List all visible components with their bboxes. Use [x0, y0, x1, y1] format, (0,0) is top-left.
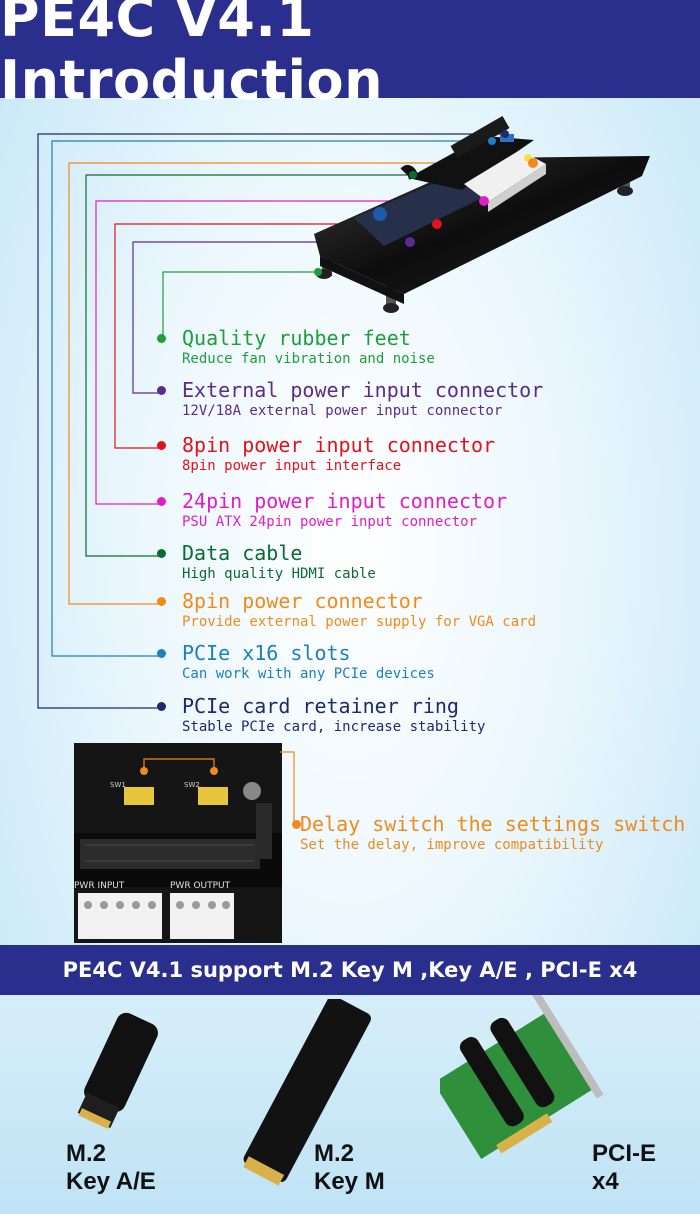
bullet-dot — [157, 702, 166, 711]
feature-24pin-input: 24pin power input connector PSU ATX 24pi… — [157, 489, 508, 531]
bullet-dot — [157, 334, 166, 343]
bullet-dot — [292, 820, 301, 829]
pcie-x4-adapter-image — [440, 995, 604, 1160]
adapter-line2: Key A/E — [66, 1168, 156, 1195]
leader-line-data-cable — [85, 174, 413, 557]
leader-line-8pin-input — [114, 223, 437, 449]
feature-desc: Reduce fan vibration and noise — [182, 351, 435, 367]
feature-title: 24pin power input connector — [182, 489, 508, 513]
bullet-dot — [157, 441, 166, 450]
feature-title: PCIe x16 slots — [182, 641, 351, 665]
sw1-label: SW1 — [110, 781, 126, 789]
bullet-dot — [157, 497, 166, 506]
switch-closeup-photo: SW1 SW2 PWR INPUT PWR OUTPUT — [74, 743, 282, 943]
leader-line-rubber-feet — [162, 271, 318, 340]
feature-title: 8pin power input connector — [182, 433, 496, 457]
feature-pcie-slots: PCIe x16 slots Can work with any PCIe de… — [157, 641, 435, 683]
feature-data-cable: Data cable High quality HDMI cable — [157, 541, 376, 583]
switch-closeup-drawing: SW1 SW2 PWR INPUT PWR OUTPUT — [74, 743, 282, 943]
adapter-label-pcie-x4: PCI-E x4 — [592, 1140, 656, 1196]
pwr-output-label: PWR OUTPUT — [170, 881, 231, 891]
feature-title: Data cable — [182, 541, 303, 565]
feature-retainer-ring: PCIe card retainer ring Stable PCIe card… — [157, 694, 486, 736]
feature-desc: Can work with any PCIe devices — [182, 666, 435, 682]
bullet-dot — [157, 649, 166, 658]
adapter-line1: M.2 — [66, 1140, 107, 1167]
adapter-label-m2-key-m: M.2 Key M — [314, 1140, 385, 1196]
feature-title: 8pin power connector — [182, 589, 423, 613]
feature-desc: PSU ATX 24pin power input connector — [182, 514, 478, 530]
leader-line-pcie-slots — [51, 140, 492, 657]
feature-title: PCIe card retainer ring — [182, 694, 459, 718]
leader-line-retainer — [37, 133, 505, 709]
feature-desc: Provide external power supply for VGA ca… — [182, 614, 537, 630]
delay-switch-callout: Delay switch the settings switch Set the… — [292, 812, 686, 854]
adapter-line2: Key M — [314, 1168, 385, 1195]
feature-desc: Stable PCIe card, increase stability — [182, 719, 486, 735]
m2-key-m-adapter-image — [243, 999, 371, 1186]
adapter-line2: x4 — [592, 1168, 619, 1195]
m2-key-ae-adapter-image — [77, 1012, 158, 1129]
adapter-label-m2-key-ae: M.2 Key A/E — [66, 1140, 156, 1196]
sw2-label: SW2 — [184, 781, 200, 789]
page-title: PE4C V4.1 Introduction — [0, 0, 700, 112]
feature-8pin-power: 8pin power connector Provide external po… — [157, 589, 537, 631]
feature-desc: 8pin power input interface — [182, 458, 402, 474]
pe4c-board-image — [314, 115, 650, 313]
leader-line-8pin-power — [68, 162, 533, 605]
bullet-dot — [157, 549, 166, 558]
delay-switch-title: Delay switch the settings switch — [300, 812, 686, 836]
adapters-section: M.2 Key A/E M.2 Key M PCI-E — [0, 995, 700, 1214]
leader-lines — [37, 133, 533, 709]
leader-line-external-power — [132, 241, 410, 394]
feature-desc: High quality HDMI cable — [182, 566, 376, 582]
feature-title: Quality rubber feet — [182, 326, 411, 350]
adapter-line1: M.2 — [314, 1140, 355, 1167]
feature-8pin-input: 8pin power input connector 8pin power in… — [157, 433, 496, 475]
feature-desc: 12V/18A external power input connector — [182, 403, 503, 419]
bullet-dot — [157, 386, 166, 395]
leader-line-24pin — [95, 200, 484, 505]
feature-title: External power input connector — [182, 378, 544, 402]
bullet-dot — [157, 597, 166, 606]
delay-switch-desc: Set the delay, improve compatibility — [300, 837, 604, 853]
adapter-line1: PCI-E — [592, 1140, 657, 1167]
pwr-input-label: PWR INPUT — [74, 881, 125, 891]
feature-external-power: External power input connector 12V/18A e… — [157, 378, 544, 420]
feature-rubber-feet: Quality rubber feet Reduce fan vibration… — [157, 326, 435, 368]
support-banner: PE4C V4.1 support M.2 Key M ,Key A/E , P… — [0, 945, 700, 995]
